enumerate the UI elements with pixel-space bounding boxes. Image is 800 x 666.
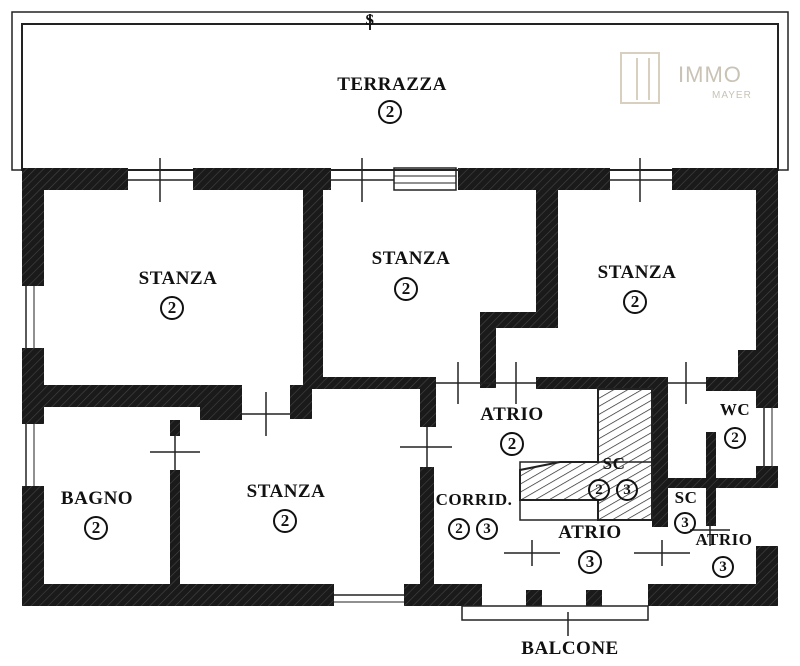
- room-badge: 3: [712, 556, 734, 578]
- room-label-sc: SC: [602, 454, 626, 473]
- room-label-stanza: STANZA: [246, 481, 326, 502]
- room-badge: 2: [160, 296, 184, 320]
- watermark-subtext: MAYER: [712, 90, 752, 101]
- room-badge: 2: [500, 432, 524, 456]
- room-badge: 3: [578, 550, 602, 574]
- room-badge: 2: [623, 290, 647, 314]
- opening-marks: [128, 158, 730, 566]
- room-label-stanza: STANZA: [371, 248, 451, 269]
- room-label-balcone: BALCONE: [521, 638, 619, 659]
- room-label-bagno: BAGNO: [60, 488, 134, 509]
- exterior-walls: [22, 168, 778, 606]
- room-badge: 2: [394, 277, 418, 301]
- interior-walls: [44, 168, 778, 606]
- room-label-sc: SC: [674, 488, 698, 507]
- room-badge: 2: [84, 516, 108, 540]
- balcony-outline: [461, 605, 649, 636]
- door-icon: [620, 52, 660, 104]
- room-label-stanza: STANZA: [597, 262, 677, 283]
- room-badge: 3: [674, 512, 696, 534]
- room-label-atrio: ATRIO: [558, 522, 622, 543]
- room-badge: 2: [448, 518, 470, 540]
- watermark-logo: IMMO MAYER: [620, 52, 760, 106]
- room-label-atrio: ATRIO: [695, 530, 753, 549]
- room-label-corridoio: CORRID.: [435, 490, 513, 509]
- room-badge: 2: [724, 427, 746, 449]
- room-badge: 2: [273, 509, 297, 533]
- room-badge: 3: [476, 518, 498, 540]
- north-mark: S: [365, 12, 375, 29]
- windows: [25, 167, 773, 603]
- room-label-stanza: STANZA: [138, 268, 218, 289]
- terrace-outline: [11, 11, 789, 171]
- room-badge: 2: [378, 100, 402, 124]
- room-label-atrio: ATRIO: [480, 404, 544, 425]
- room-badge: 2: [588, 479, 610, 501]
- room-badge: 3: [616, 479, 638, 501]
- watermark-text: IMMO: [678, 62, 742, 87]
- room-label-wc: WC: [719, 400, 751, 419]
- room-label-terrazza: TERRAZZA: [337, 74, 447, 95]
